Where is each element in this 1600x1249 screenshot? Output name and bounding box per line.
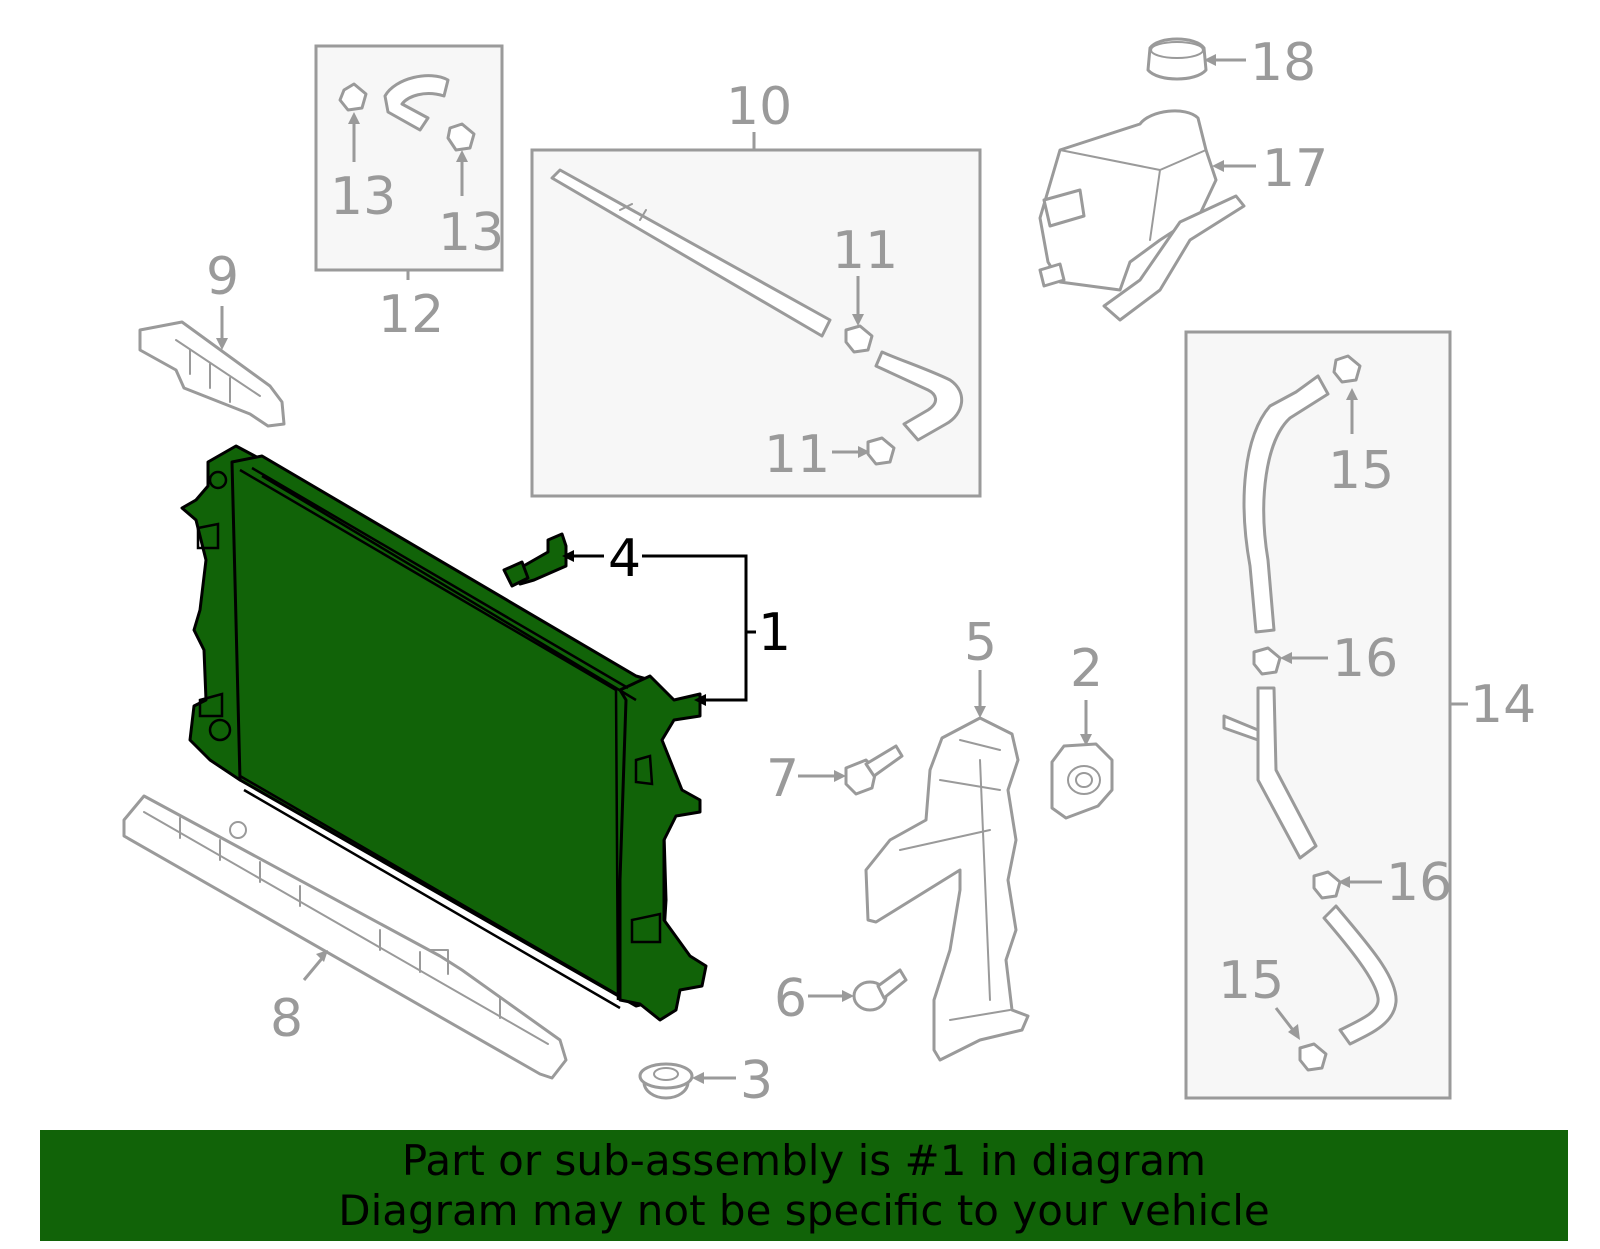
callout-16b: 16 <box>1386 853 1452 913</box>
callout-6: 6 <box>774 969 807 1029</box>
callout-3: 3 <box>740 1051 773 1111</box>
callout-13a: 13 <box>330 167 396 227</box>
part-bracket-9[interactable] <box>138 320 286 428</box>
part-mount-2[interactable] <box>1050 742 1114 820</box>
part-bolt-6[interactable] <box>852 968 908 1012</box>
part-hose-12[interactable] <box>338 74 476 152</box>
callout-11a: 11 <box>832 221 898 281</box>
callout-9: 9 <box>206 247 239 307</box>
callout-16a: 16 <box>1332 629 1398 689</box>
callout-7: 7 <box>766 749 799 809</box>
callout-4: 4 <box>608 529 641 589</box>
part-reservoir-17[interactable] <box>1038 109 1246 322</box>
part-hose-10[interactable] <box>550 168 964 466</box>
callout-17: 17 <box>1262 139 1328 199</box>
group-box-14 <box>1184 330 1452 1100</box>
callout-2: 2 <box>1070 639 1103 699</box>
callout-5: 5 <box>964 613 997 673</box>
callout-1: 1 <box>758 603 791 663</box>
callout-15b: 15 <box>1218 951 1284 1011</box>
callout-12: 12 <box>378 285 444 345</box>
part-grommet-3[interactable] <box>638 1062 694 1100</box>
callout-11b: 11 <box>764 425 830 485</box>
notice-line-1: Part or sub-assembly is #1 in diagram <box>401 1136 1207 1185</box>
part-cap-18[interactable] <box>1146 37 1208 81</box>
callout-15a: 15 <box>1328 441 1394 501</box>
notice-line-2: Diagram may not be specific to your vehi… <box>338 1186 1270 1235</box>
part-bolt-7[interactable] <box>844 744 904 796</box>
leader-1 <box>642 554 748 702</box>
callout-13b: 13 <box>438 203 504 263</box>
part-air-guide-5[interactable] <box>864 716 1030 1062</box>
callout-18: 18 <box>1250 33 1316 93</box>
part-radiator-1[interactable] <box>180 444 708 1022</box>
part-hoses-14[interactable] <box>1222 354 1398 1072</box>
callout-8: 8 <box>270 989 303 1049</box>
part-sensor-4[interactable] <box>502 532 568 588</box>
callout-10: 10 <box>726 77 792 137</box>
part-seal-8[interactable] <box>122 794 568 1080</box>
notice-banner: Part or sub-assembly is #1 in diagram Di… <box>40 1130 1568 1241</box>
callout-14: 14 <box>1470 675 1536 735</box>
